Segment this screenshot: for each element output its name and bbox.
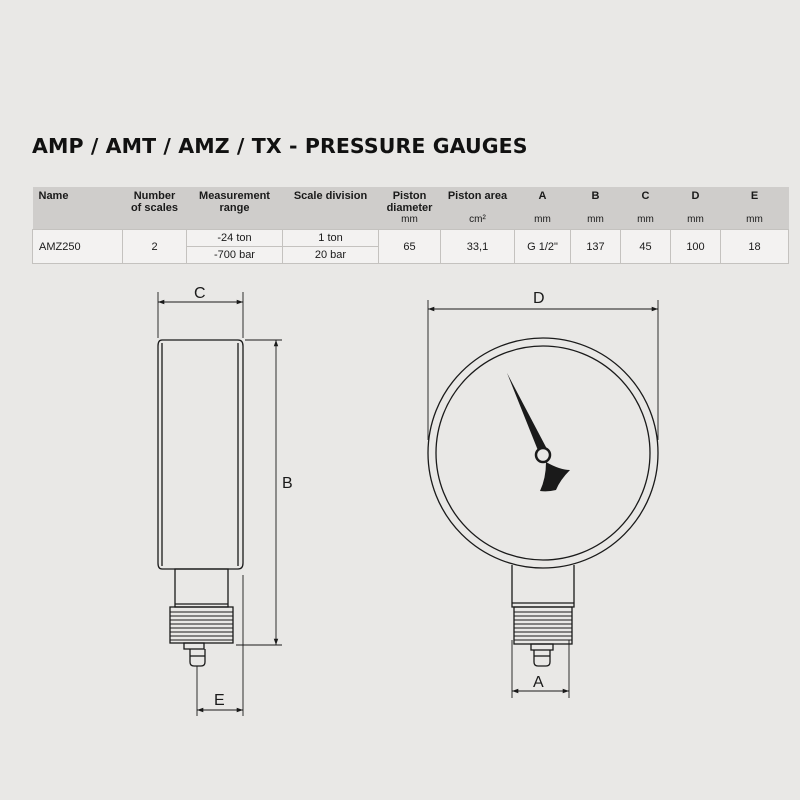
dimension-e: [196, 575, 244, 716]
front-view-tip: [530, 643, 554, 667]
label-b: B: [282, 475, 293, 492]
dimension-b: [236, 339, 282, 646]
cell-d: 100: [670, 229, 721, 264]
label-c: C: [194, 285, 206, 302]
side-view-gauge: [157, 339, 244, 644]
label-d: D: [533, 290, 545, 307]
dimension-c: [157, 292, 244, 338]
header-name: Name: [32, 187, 123, 230]
cell-c: 45: [620, 229, 671, 264]
side-view-tip: [183, 642, 206, 667]
page-title: AMP / AMT / AMZ / TX - PRESSURE GAUGES: [32, 134, 528, 158]
cell-name: AMZ250: [32, 229, 123, 264]
cell-b: 137: [570, 229, 621, 264]
header-division: Scale division: [282, 187, 379, 230]
cell-e: 18: [720, 229, 789, 264]
table-row: AMZ250 2 -24 ton 1 ton 65 33,1 G 1/2" 13…: [32, 229, 789, 264]
dimension-a: [511, 640, 570, 698]
cell-division-bottom: 20 bar: [282, 246, 379, 264]
label-e: E: [214, 692, 225, 709]
cell-a: G 1/2": [514, 229, 571, 264]
cell-range-bottom: -700 bar: [186, 246, 283, 264]
cell-piston-area: 33,1: [440, 229, 515, 264]
cell-division-top: 1 ton: [282, 229, 379, 247]
cell-piston-diameter: 65: [378, 229, 441, 264]
gauge-needle: [507, 373, 570, 492]
cell-scales: 2: [122, 229, 187, 264]
front-view-gauge: [427, 337, 659, 645]
cell-range-top: -24 ton: [186, 229, 283, 247]
side-view-threads: [170, 611, 233, 641]
dimension-d: [427, 300, 659, 440]
table-row: -700 bar 20 bar: [33, 246, 789, 264]
front-view-threads: [514, 611, 572, 641]
label-a: A: [533, 674, 544, 691]
